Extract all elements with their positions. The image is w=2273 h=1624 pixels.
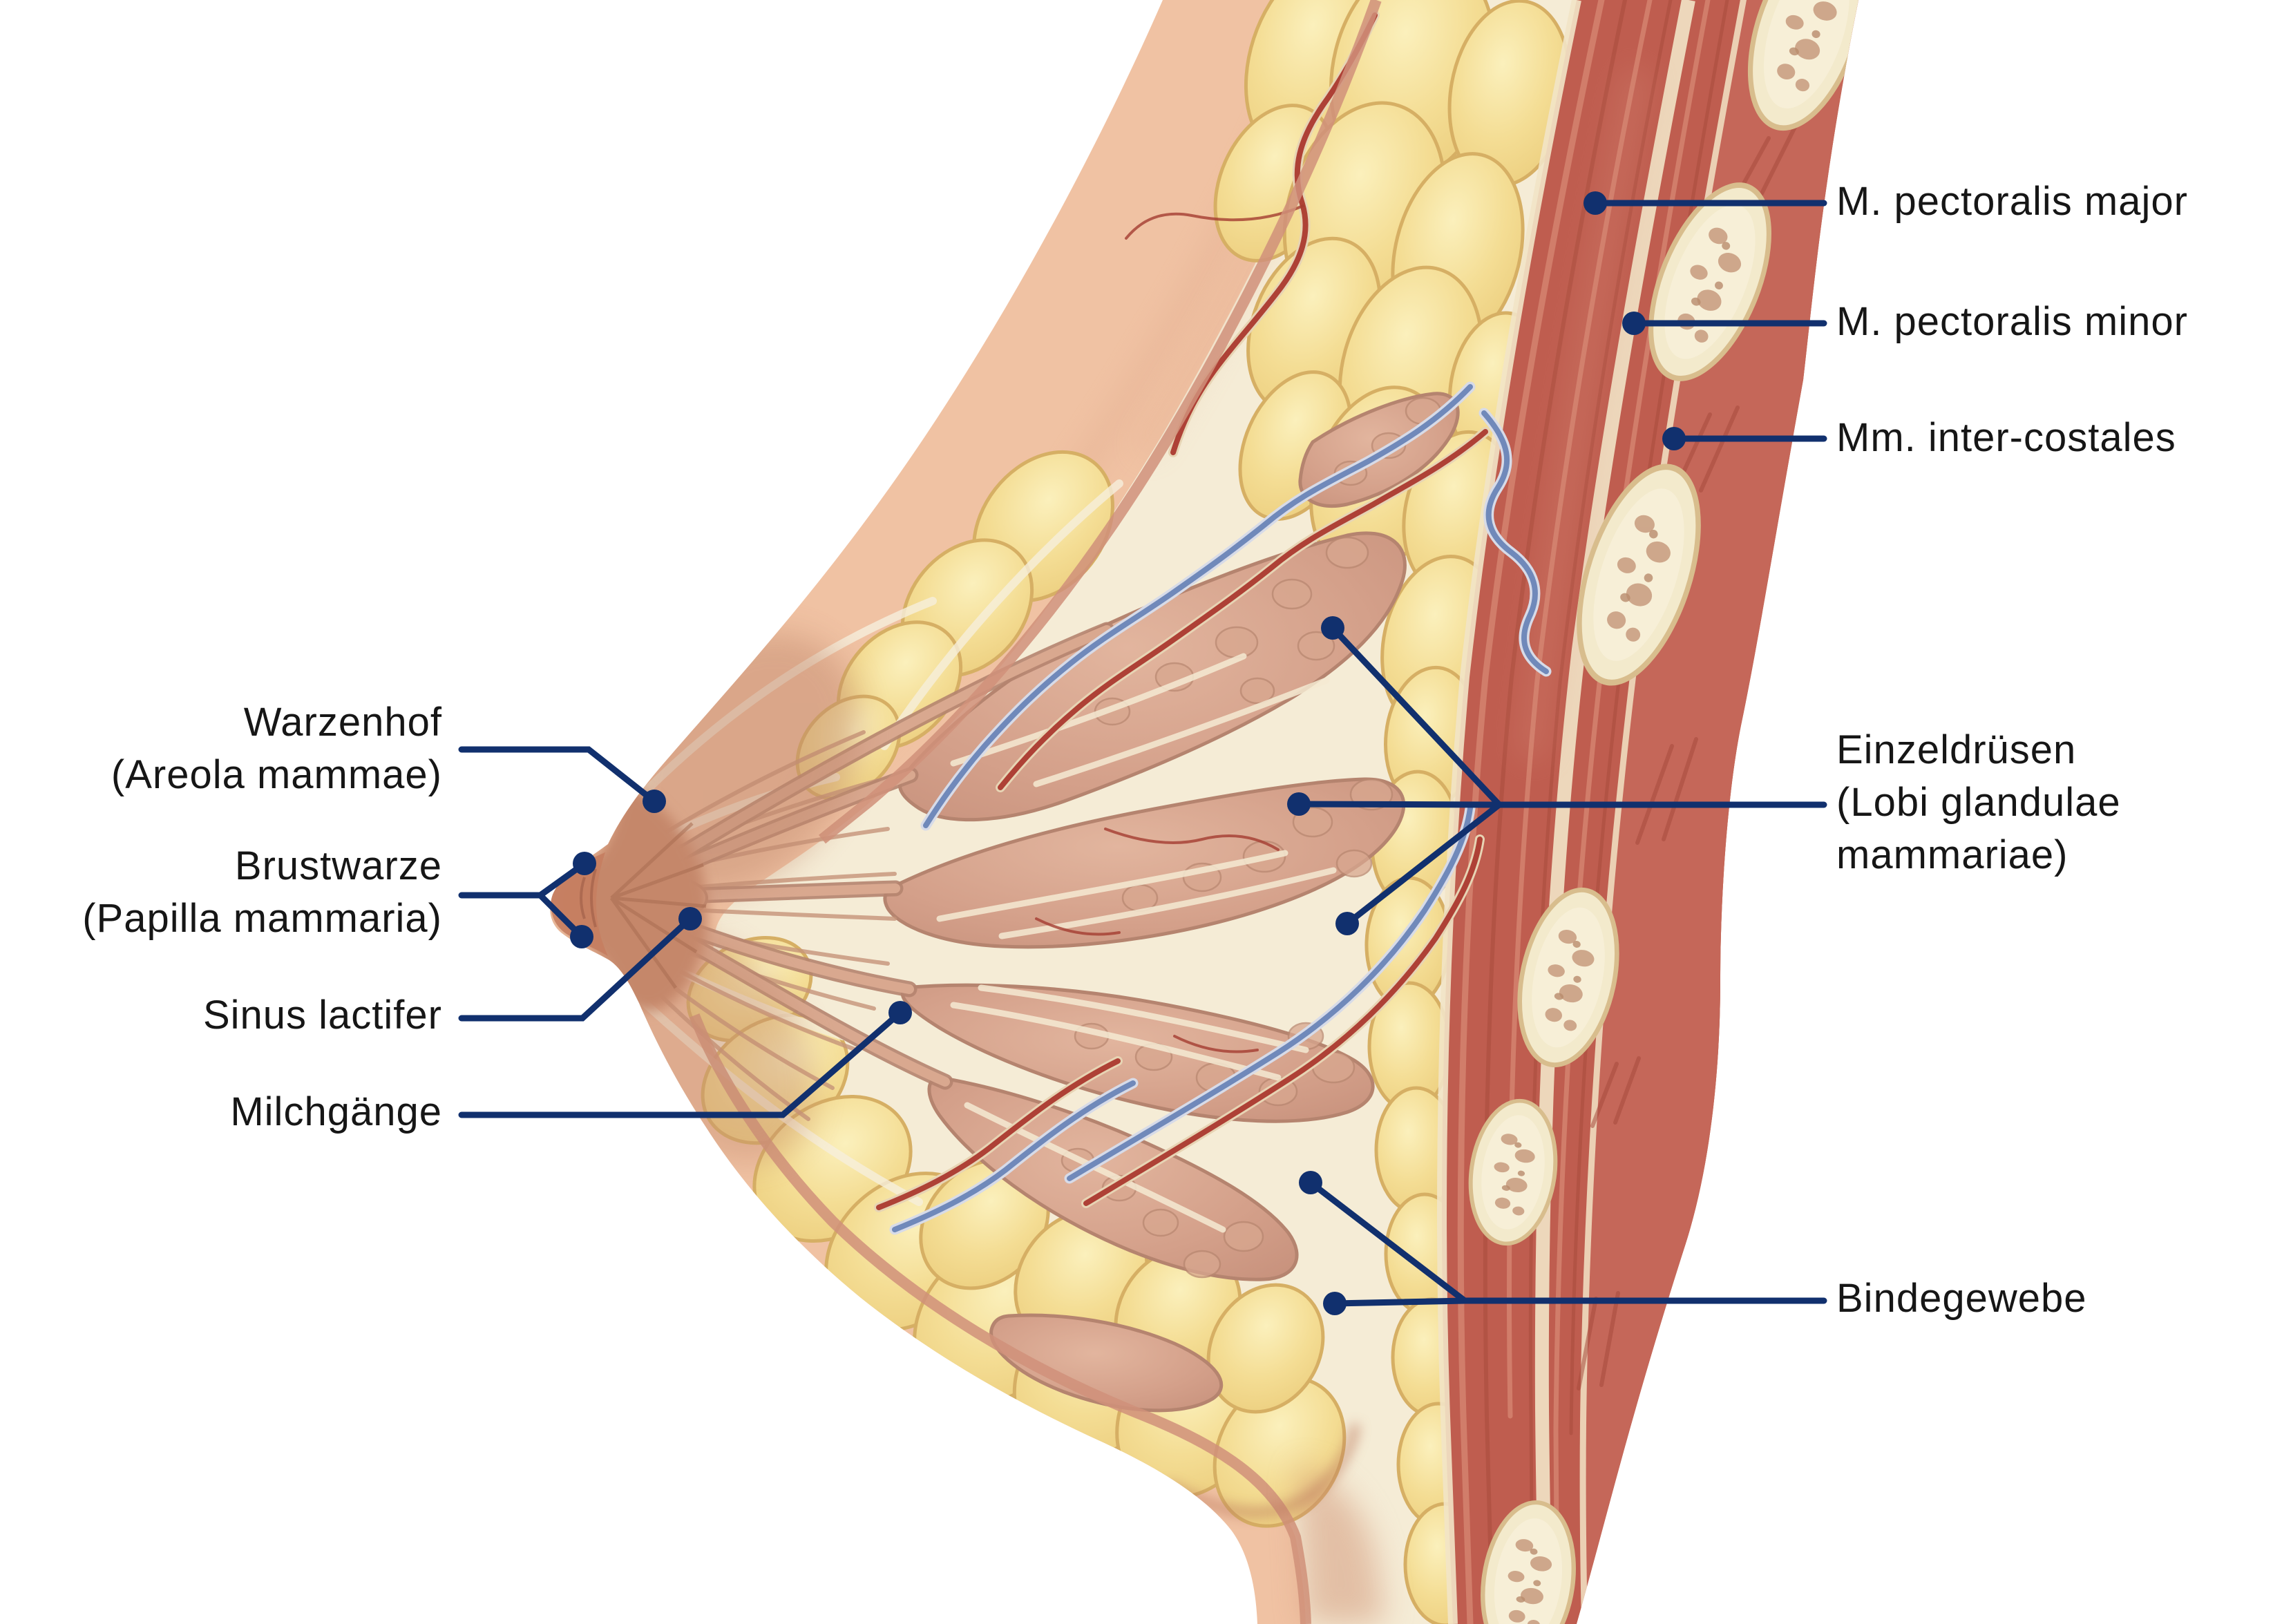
leader-lines xyxy=(458,191,1827,1315)
label-warzenhof-line1: Warzenhof xyxy=(243,700,442,745)
label-brustwarze-line1: Brustwarze xyxy=(234,843,442,888)
label-pectoralis-major: M. pectoralis major xyxy=(1836,179,2188,224)
label-warzenhof-line2: (Areola mammae) xyxy=(111,752,442,797)
leader-sinus-lactifer xyxy=(458,915,694,1022)
leader-dots xyxy=(570,191,1686,1315)
label-einzeldruesen-line3: mammariae) xyxy=(1836,832,2068,877)
label-brustwarze: Brustwarze (Papilla mammaria) xyxy=(82,840,442,945)
label-intercostales: Mm. inter-costales xyxy=(1836,415,2176,460)
leader-bindegewebe xyxy=(1307,1179,1827,1307)
leader-warzenhof xyxy=(458,746,658,805)
label-bindegewebe: Bindegewebe xyxy=(1836,1276,2087,1321)
leader-einzeldruesen xyxy=(1295,624,1827,927)
label-warzenhof: Warzenhof (Areola mammae) xyxy=(111,696,442,801)
leader-milchgaenge xyxy=(458,1009,904,1118)
label-pectoralis-minor: M. pectoralis minor xyxy=(1836,299,2188,344)
label-brustwarze-line2: (Papilla mammaria) xyxy=(82,896,442,941)
label-einzeldruesen: Einzeldrüsen (Lobi glandulae mammariae) xyxy=(1836,724,2121,881)
label-sinus-lactifer: Sinus lactifer xyxy=(202,993,442,1038)
blood-vessels xyxy=(874,10,1552,1235)
label-einzeldruesen-line2: (Lobi glandulae xyxy=(1836,780,2121,825)
label-einzeldruesen-line1: Einzeldrüsen xyxy=(1836,727,2077,772)
label-milchgaenge: Milchgänge xyxy=(230,1089,442,1134)
